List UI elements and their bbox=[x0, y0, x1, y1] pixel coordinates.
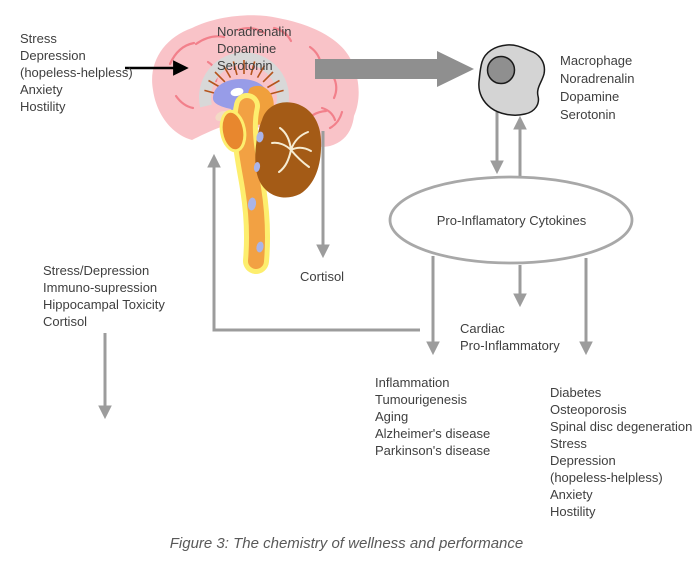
macrophage-nucleus bbox=[486, 55, 516, 85]
brainstem bbox=[231, 93, 270, 274]
label-line: Anxiety bbox=[550, 487, 593, 502]
label-line: Alzheimer's disease bbox=[375, 426, 491, 441]
label-cytokines: Pro-Inflamatory Cytokines bbox=[436, 213, 587, 228]
label-line: Osteoporosis bbox=[550, 402, 627, 417]
label-line: Hostility bbox=[20, 99, 66, 114]
label-line: Dopamine bbox=[217, 41, 277, 56]
label-line: Tumourigenesis bbox=[375, 392, 468, 407]
label-line: Anxiety bbox=[20, 82, 63, 97]
label-line: (hopeless-helpless) bbox=[20, 65, 133, 80]
label-line: Stress bbox=[20, 31, 57, 46]
label-line: Macrophage bbox=[560, 53, 633, 68]
label-cortisol: Cortisol bbox=[300, 269, 345, 284]
label-neuro-outcomes: Inflammation Tumourigenesis Aging Alzhei… bbox=[375, 374, 490, 459]
arrow-brain-to-macrophage bbox=[315, 51, 474, 87]
label-line: Noradrenalin bbox=[217, 24, 292, 39]
label-line: Aging bbox=[375, 409, 409, 424]
gray-arrows bbox=[98, 112, 593, 420]
label-macrophage: Macrophage Noradrenalin Dopamine Seroton… bbox=[560, 52, 634, 124]
label-stress-inputs: Stress Depression (hopeless-helpless) An… bbox=[20, 30, 133, 115]
label-line: Parkinson's disease bbox=[375, 443, 491, 458]
label-line: Serotonin bbox=[217, 58, 273, 73]
pons bbox=[219, 109, 247, 153]
figure-caption: Figure 3: The chemistry of wellness and … bbox=[169, 535, 524, 552]
fan-arc bbox=[199, 52, 289, 108]
label-line: (hopeless-helpless) bbox=[550, 470, 663, 485]
label-systemic-outcomes: Diabetes Osteoporosis Spinal disc degene… bbox=[550, 384, 692, 520]
label-line: Serotonin bbox=[560, 107, 616, 122]
arrow-feedback-loop bbox=[207, 153, 420, 332]
label-line: Noradrenalin bbox=[560, 71, 635, 86]
label-hpa-effects: Stress/Depression Immuno-supression Hipp… bbox=[43, 262, 165, 330]
brainstem-nuclei-dots bbox=[247, 131, 264, 253]
brain-illustration bbox=[152, 15, 359, 274]
label-line: Pro-Inflammatory bbox=[460, 338, 560, 353]
label-line: Depression bbox=[20, 48, 86, 63]
label-line: Immuno-supression bbox=[43, 280, 158, 295]
label-line: Stress bbox=[550, 436, 587, 451]
label-line: Inflammation bbox=[375, 375, 450, 390]
label-line: Spinal disc degeneration bbox=[550, 419, 693, 434]
label-line: Depression bbox=[550, 453, 616, 468]
label-line: Cortisol bbox=[43, 314, 88, 329]
fan-ticks bbox=[204, 60, 284, 95]
cerebellum bbox=[255, 102, 322, 198]
label-line: Cardiac bbox=[460, 321, 505, 336]
label-line: Hippocampal Toxicity bbox=[43, 297, 165, 312]
label-line: Dopamine bbox=[560, 89, 620, 104]
macrophage-icon bbox=[478, 44, 546, 116]
label-line: Diabetes bbox=[550, 385, 602, 400]
label-line: Hostility bbox=[550, 504, 596, 519]
label-cardiac: Cardiac Pro-Inflammatory bbox=[460, 320, 560, 354]
cytokines-ellipse bbox=[388, 175, 634, 265]
label-line: Stress/Depression bbox=[43, 263, 150, 278]
label-brain-neurotransmitters: Noradrenalin Dopamine Serotonin bbox=[217, 23, 291, 74]
